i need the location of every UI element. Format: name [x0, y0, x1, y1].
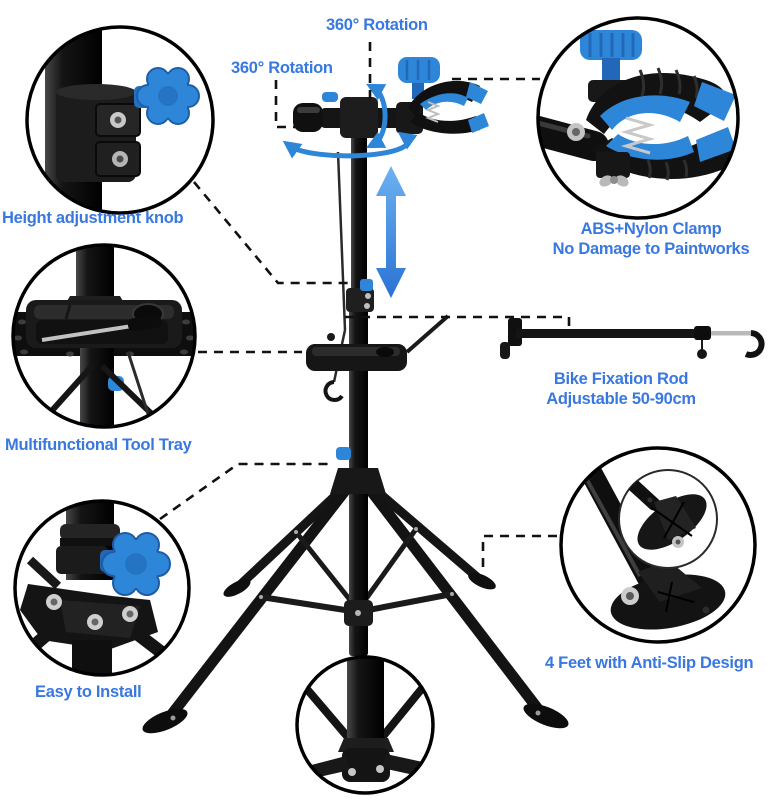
clamp-photo [538, 18, 738, 218]
label-clamp: ABS+Nylon Clamp No Damage to Paintworks [552, 220, 750, 258]
stand-tool-tray [306, 314, 450, 371]
height-knob-photo [27, 27, 213, 213]
pole-base-photo [297, 657, 433, 793]
fixation-rod-photo [500, 318, 765, 359]
tripod-lock-knob [336, 447, 351, 460]
label-height-adjustment-knob: Height adjustment knob [2, 209, 184, 227]
height-adjust-arrow [376, 166, 406, 298]
label-easy-install: Easy to Install [35, 683, 142, 701]
label-fixation-rod: Bike Fixation Rod Adjustable 50-90cm [546, 370, 696, 408]
label-rotation-side: 360° Rotation [231, 59, 333, 77]
tool-tray-photo [13, 245, 195, 427]
main-stand-illustration [142, 57, 569, 734]
label-rotation-top: 360° Rotation [326, 16, 428, 34]
stand-clamp [398, 57, 489, 134]
quick-release-collar [346, 288, 374, 312]
label-feet: 4 Feet with Anti-Slip Design [545, 654, 754, 672]
rotation-arrows [282, 83, 418, 159]
leader-lines [159, 42, 571, 567]
label-tool-tray: Multifunctional Tool Tray [5, 436, 192, 454]
